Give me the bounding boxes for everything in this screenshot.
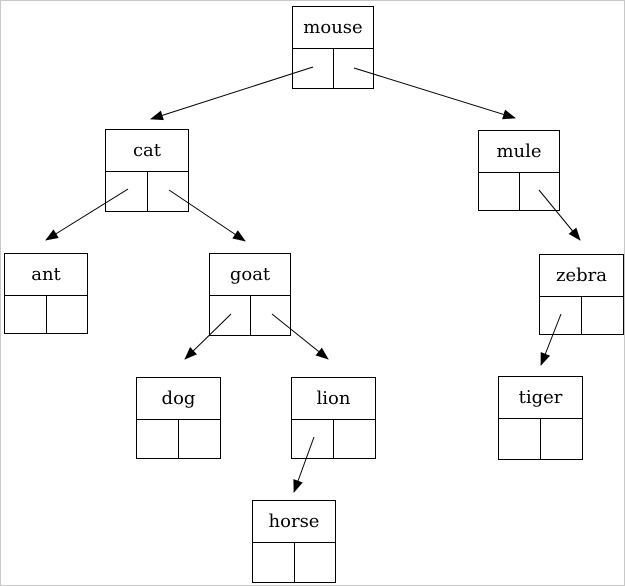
- left-pointer-cell: [540, 297, 582, 334]
- pointer-cells: [499, 419, 582, 459]
- left-pointer-cell: [210, 296, 251, 335]
- left-pointer-cell: [292, 420, 334, 458]
- pointer-cells: [106, 172, 188, 211]
- tree-node-tiger: tiger: [498, 376, 583, 460]
- pointer-cells: [253, 543, 335, 582]
- node-label: dog: [137, 378, 220, 420]
- edge-mouse-right-to-mule-arrow: [353, 67, 516, 120]
- edge-mouse-left-to-cat-arrow: [150, 66, 314, 121]
- right-pointer-cell: [334, 49, 374, 88]
- left-pointer-cell: [253, 543, 295, 582]
- tree-node-cat: cat: [105, 129, 189, 212]
- node-label: goat: [210, 254, 290, 296]
- right-pointer-cell: [541, 419, 582, 459]
- pointer-cells: [210, 296, 290, 335]
- tree-node-goat: goat: [209, 253, 291, 336]
- right-pointer-cell: [251, 296, 291, 335]
- tree-node-mouse: mouse: [292, 6, 374, 89]
- pointer-cells: [5, 296, 87, 333]
- right-pointer-cell: [334, 420, 375, 458]
- tree-node-zebra: zebra: [539, 254, 624, 335]
- node-label: lion: [292, 378, 375, 420]
- left-pointer-cell: [479, 173, 520, 210]
- node-label: cat: [106, 130, 188, 172]
- tree-node-ant: ant: [4, 253, 88, 334]
- right-pointer-cell: [47, 296, 88, 333]
- tree-node-dog: dog: [136, 377, 221, 459]
- node-label: mouse: [293, 7, 373, 49]
- pointer-cells: [293, 49, 373, 88]
- node-label: mule: [479, 131, 559, 173]
- right-pointer-cell: [295, 543, 336, 582]
- pointer-cells: [540, 297, 623, 334]
- right-pointer-cell: [179, 420, 220, 458]
- tree-node-lion: lion: [291, 377, 376, 459]
- node-label: ant: [5, 254, 87, 296]
- node-label: zebra: [540, 255, 623, 297]
- node-label: tiger: [499, 377, 582, 419]
- node-label: horse: [253, 501, 335, 543]
- pointer-cells: [292, 420, 375, 458]
- pointer-cells: [137, 420, 220, 458]
- right-pointer-cell: [582, 297, 623, 334]
- left-pointer-cell: [499, 419, 541, 459]
- right-pointer-cell: [520, 173, 560, 210]
- left-pointer-cell: [293, 49, 334, 88]
- left-pointer-cell: [106, 172, 148, 211]
- left-pointer-cell: [5, 296, 47, 333]
- right-pointer-cell: [148, 172, 189, 211]
- tree-node-mule: mule: [478, 130, 560, 211]
- tree-node-horse: horse: [252, 500, 336, 583]
- left-pointer-cell: [137, 420, 179, 458]
- pointer-cells: [479, 173, 559, 210]
